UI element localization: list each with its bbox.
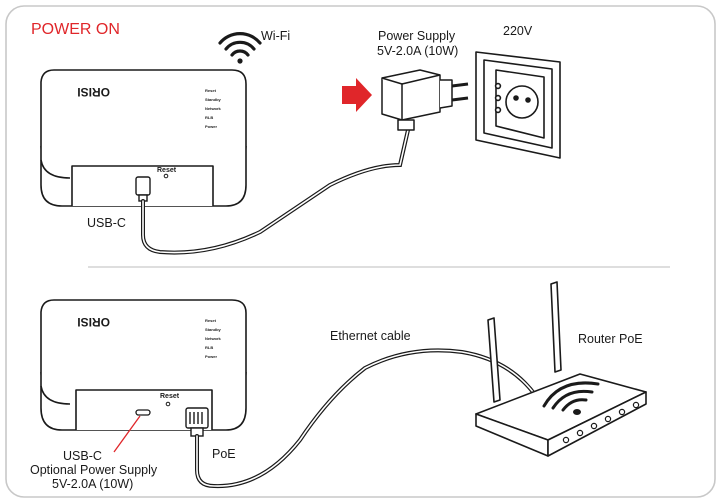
usb-c-label-bottom: USB-C: [63, 449, 102, 463]
led-label-network: Network: [205, 106, 222, 111]
led-label-power: Power: [205, 124, 217, 129]
led-label-network: Network: [205, 336, 222, 341]
reset-hole-bottom: [165, 401, 171, 407]
hub-device-bottom: [40, 299, 247, 431]
status-led-labels-bottom: Reset Standby Network RLB Power: [205, 318, 222, 359]
wall-socket: [475, 51, 561, 159]
device-logo-bottom: ORISI: [77, 315, 110, 329]
led-label-power: Power: [205, 354, 217, 359]
power-supply-adapter: [381, 69, 469, 131]
router-wifi-icon: [542, 381, 600, 415]
led-label-rlb: RLB: [205, 345, 213, 350]
led-label-standby: Standby: [205, 327, 222, 332]
router-poe-label: Router PoE: [578, 332, 643, 346]
section-title: POWER ON: [31, 21, 120, 38]
optional-supply-label: Optional Power Supply: [30, 463, 158, 477]
usb-c-port: [135, 409, 151, 416]
led-label-standby: Standby: [205, 97, 222, 102]
optional-supply-spec: 5V-2.0A (10W): [52, 477, 133, 491]
reset-label-top: Reset: [157, 167, 177, 174]
power-supply-spec: 5V-2.0A (10W): [377, 44, 458, 58]
wifi-icon: [218, 32, 262, 64]
usb-c-plug-top: [135, 176, 151, 202]
mains-voltage-label: 220V: [503, 24, 533, 38]
insert-arrow: [342, 78, 372, 112]
wifi-label: Wi-Fi: [261, 29, 290, 43]
router-ports: [562, 401, 640, 444]
led-label-reset: Reset: [205, 88, 217, 93]
usb-c-label-top: USB-C: [87, 216, 126, 230]
usb-c-leader-line: [113, 415, 141, 453]
reset-hole-top: [163, 173, 169, 179]
device-logo: ORISI: [77, 85, 110, 99]
router-poe: [475, 281, 647, 457]
status-led-labels: Reset Standby Network RLB Power: [205, 88, 222, 129]
reset-label-bottom: Reset: [160, 393, 180, 400]
led-label-rlb: RLB: [205, 115, 213, 120]
power-supply-label: Power Supply: [378, 29, 456, 43]
hub-device-top: [40, 69, 247, 207]
ethernet-cable-label: Ethernet cable: [330, 329, 411, 343]
led-label-reset: Reset: [205, 318, 217, 323]
poe-label: PoE: [212, 447, 236, 461]
